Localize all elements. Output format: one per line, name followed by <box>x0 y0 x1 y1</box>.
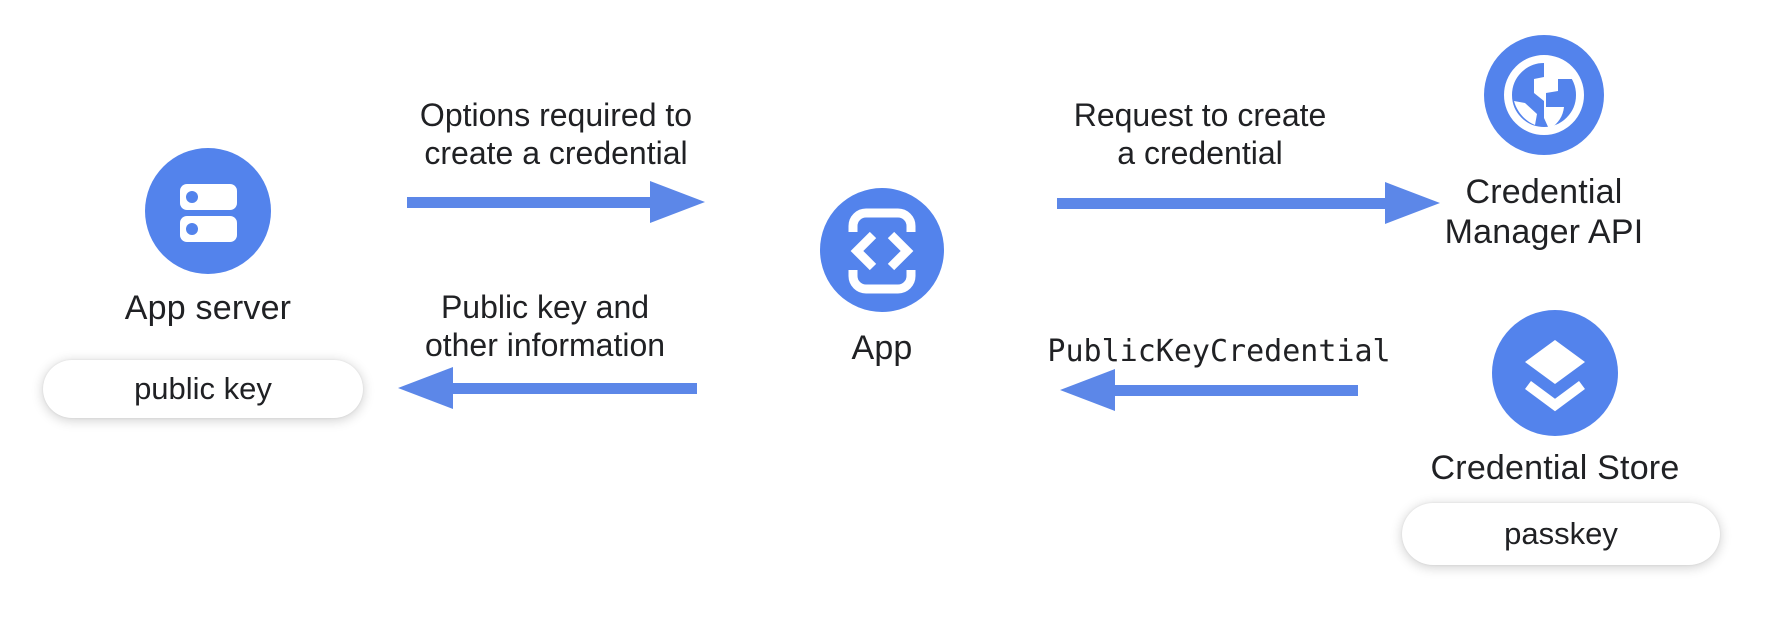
arrow-head-left-icon <box>1060 369 1115 411</box>
arrow-shaft <box>407 196 650 208</box>
public-key-info-arrow-label: Public key and other information <box>424 289 666 363</box>
public-key-pill: public key <box>43 360 363 418</box>
server-icon <box>145 148 271 274</box>
public-key-credential-label: PublicKeyCredential <box>1047 334 1391 369</box>
arrow-shaft <box>1115 384 1358 396</box>
app-label: App <box>851 329 913 367</box>
request-arrow-right <box>1057 182 1440 224</box>
phone-code-icon <box>820 188 944 312</box>
request-arrow-label: Request to create a credential <box>1073 97 1327 171</box>
layers-icon <box>1492 310 1618 436</box>
credential-manager-label: Credential Manager API <box>1444 173 1644 251</box>
options-arrow-label: Options required to create a credential <box>419 97 693 171</box>
arrow-head-right-icon <box>1385 182 1440 224</box>
public-key-info-arrow-left <box>398 367 697 409</box>
app-server-label: App server <box>124 289 292 327</box>
arrow-head-left-icon <box>398 367 453 409</box>
passkey-pill: passkey <box>1402 503 1720 565</box>
arrow-shaft <box>1057 197 1385 209</box>
arrow-shaft <box>453 382 697 394</box>
arrow-head-right-icon <box>650 181 705 223</box>
passkey-pill-label: passkey <box>1504 516 1618 551</box>
options-arrow-right <box>407 181 705 223</box>
credential-store-label: Credential Store <box>1430 449 1680 487</box>
public-key-credential-arrow-left <box>1060 369 1358 411</box>
public-key-pill-label: public key <box>134 371 272 406</box>
globe-icon <box>1484 35 1604 155</box>
